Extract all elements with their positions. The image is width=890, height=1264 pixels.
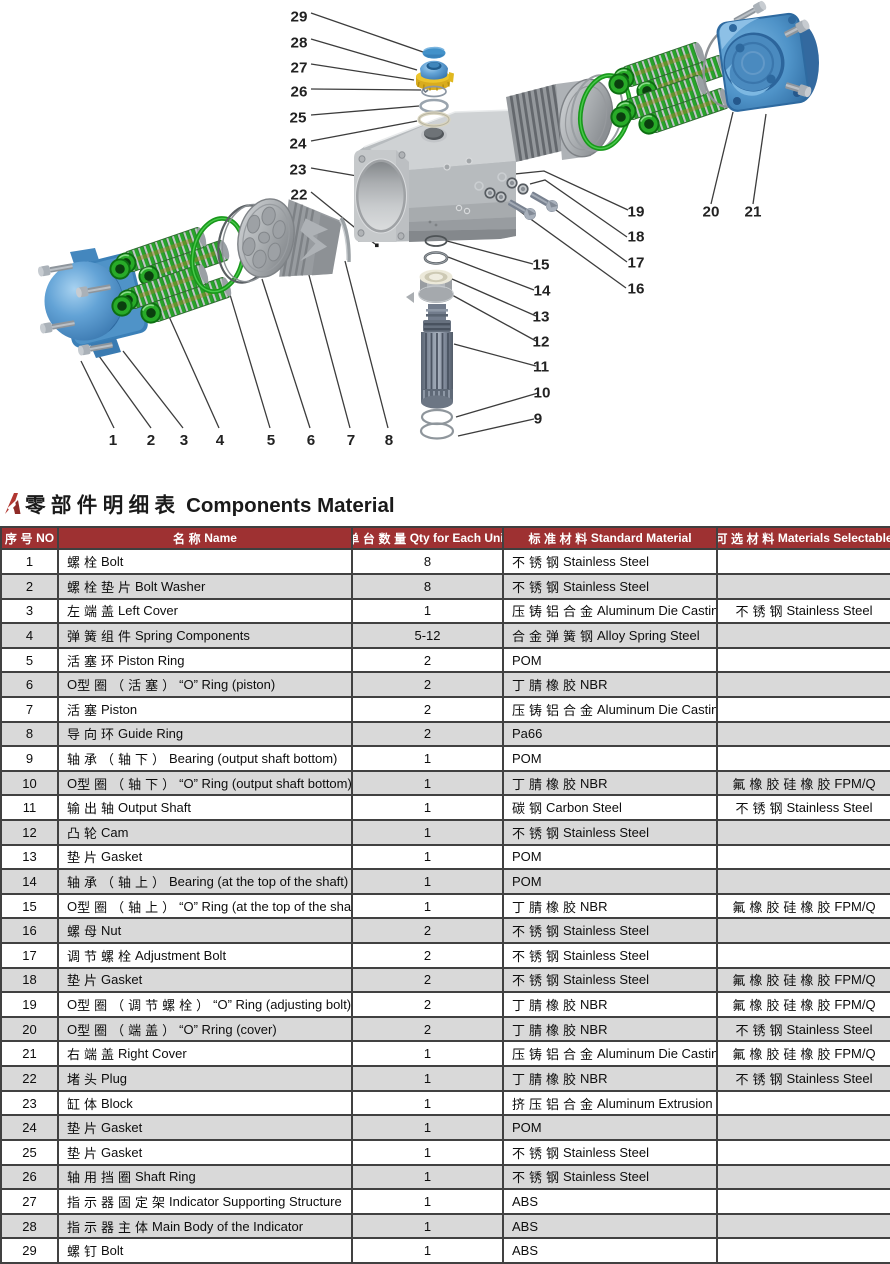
- svg-text:15: 15: [533, 257, 550, 274]
- svg-text:24: 24: [290, 136, 307, 153]
- svg-text:23: 23: [290, 162, 307, 179]
- svg-text:19: 19: [628, 204, 645, 221]
- svg-text:5: 5: [267, 432, 276, 449]
- svg-text:26: 26: [291, 84, 308, 101]
- svg-text:8: 8: [385, 432, 393, 449]
- svg-text:22: 22: [291, 187, 308, 204]
- svg-text:9: 9: [534, 411, 542, 428]
- svg-text:4: 4: [216, 432, 225, 449]
- svg-text:2: 2: [147, 432, 155, 449]
- svg-text:25: 25: [290, 110, 307, 127]
- svg-text:29: 29: [291, 9, 308, 26]
- svg-text:12: 12: [533, 334, 550, 351]
- svg-text:13: 13: [533, 309, 550, 326]
- svg-text:17: 17: [628, 255, 645, 272]
- svg-text:1: 1: [109, 432, 118, 449]
- svg-text:18: 18: [628, 229, 645, 246]
- svg-text:3: 3: [180, 432, 188, 449]
- svg-text:21: 21: [745, 204, 762, 221]
- svg-text:16: 16: [628, 281, 645, 298]
- svg-text:6: 6: [307, 432, 315, 449]
- svg-text:28: 28: [291, 35, 308, 52]
- svg-text:14: 14: [534, 283, 551, 300]
- svg-text:7: 7: [347, 432, 355, 449]
- svg-text:27: 27: [291, 60, 308, 77]
- svg-text:10: 10: [534, 385, 551, 402]
- svg-text:11: 11: [533, 359, 550, 376]
- svg-text:20: 20: [703, 204, 720, 221]
